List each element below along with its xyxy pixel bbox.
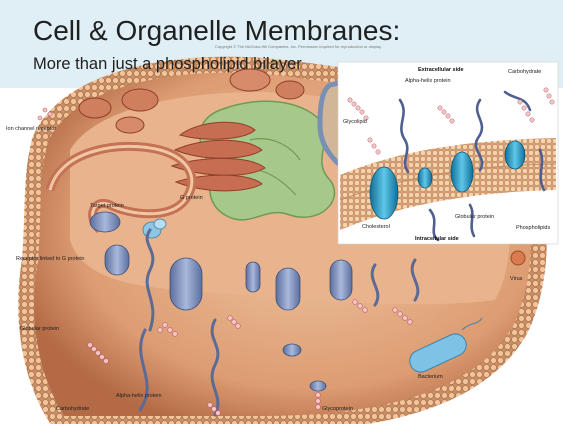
svg-text:Receptor linked to G protein: Receptor linked to G protein [16, 256, 84, 262]
svg-text:Phospholipids: Phospholipids [516, 225, 550, 231]
svg-text:Alpha-helix protein: Alpha-helix protein [116, 393, 162, 399]
svg-text:Carbohydrate: Carbohydrate [508, 69, 541, 75]
target-protein [90, 212, 120, 232]
svg-text:Globular protein: Globular protein [455, 214, 494, 220]
svg-text:Glycolipid: Glycolipid [343, 119, 367, 125]
svg-text:Intracellular side: Intracellular side [415, 236, 459, 242]
svg-text:Virus: Virus [510, 276, 523, 282]
copyright-notice: Copyright © The McGraw-Hill Companies, I… [215, 44, 382, 49]
slide-subtitle: More than just a phospholipid bilayer [33, 55, 302, 74]
svg-text:G protein: G protein [180, 195, 203, 201]
virus [511, 251, 525, 265]
svg-text:Bacterium: Bacterium [418, 374, 443, 380]
svg-text:Extracellular side: Extracellular side [418, 67, 464, 73]
inset-globular-protein [370, 167, 398, 219]
svg-text:Glycoprotein: Glycoprotein [322, 406, 353, 412]
svg-text:Ion channel receptor: Ion channel receptor [6, 126, 56, 132]
svg-text:Globular protein: Globular protein [20, 326, 59, 332]
svg-text:Target protein: Target protein [90, 203, 124, 209]
svg-text:Cholesterol: Cholesterol [362, 224, 390, 230]
membrane-inset: Extracellular side Alpha-helix protein C… [338, 62, 558, 244]
svg-text:Alpha-helix protein: Alpha-helix protein [405, 78, 451, 84]
slide-title: Cell & Organelle Membranes: [33, 15, 400, 47]
svg-text:Carbohydrate: Carbohydrate [56, 406, 89, 412]
